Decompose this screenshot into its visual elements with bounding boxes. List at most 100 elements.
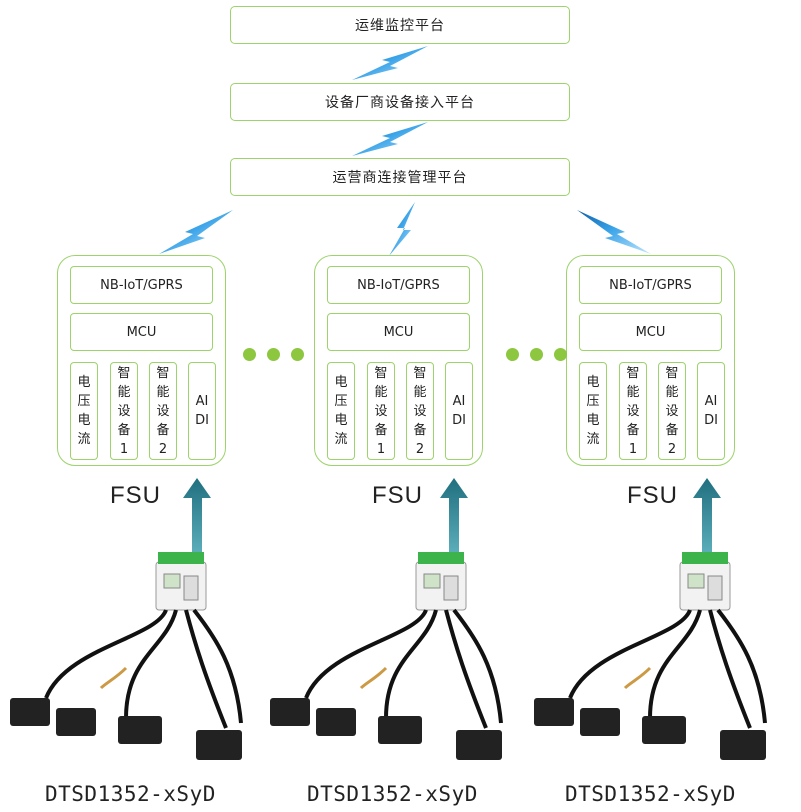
- fsu-label: FSU: [627, 482, 678, 509]
- voltage-current-column: 电 压 电 流: [579, 362, 607, 460]
- col-char: 备: [665, 422, 679, 438]
- carrier-connection-label: 运营商连接管理平台: [332, 170, 468, 186]
- col-char: 1: [628, 441, 638, 457]
- comm-module-label: NB-IoT/GPRS: [609, 277, 692, 293]
- col-char: 设: [626, 403, 640, 419]
- fsu-card-1: NB-IoT/GPRS MCU 电 压 电 流 智 能 设 备 1 智 能 设 …: [57, 255, 226, 466]
- lightning-bolt-icon: [159, 210, 233, 254]
- dot: [267, 348, 280, 361]
- ellipsis-dots-icon: [506, 348, 567, 361]
- energy-meter-device-icon: [270, 552, 503, 760]
- ops-monitoring-platform: 运维监控平台: [230, 6, 570, 44]
- col-char: 设: [413, 403, 427, 419]
- col-char: 能: [156, 384, 170, 400]
- ellipsis-dots-icon: [243, 348, 304, 361]
- lightning-bolt-icon: [577, 210, 651, 254]
- col-char: 能: [665, 384, 679, 400]
- col-char: 2: [667, 441, 677, 457]
- col-char: 智: [374, 365, 388, 381]
- col-char: 备: [117, 422, 131, 438]
- ai-di-column: AI DI: [445, 362, 473, 460]
- mcu-module: MCU: [70, 313, 213, 351]
- fsu-card-2: NB-IoT/GPRS MCU 电 压 电 流 智 能 设 备 1 智 能 设 …: [314, 255, 483, 466]
- col-char: 设: [156, 403, 170, 419]
- col-char: 智: [665, 365, 679, 381]
- col-char: 设: [665, 403, 679, 419]
- dot: [554, 348, 567, 361]
- col-char: 流: [334, 432, 348, 447]
- col-char: AI: [195, 394, 209, 409]
- col-char: DI: [704, 413, 718, 428]
- col-char: 备: [374, 422, 388, 438]
- comm-module: NB-IoT/GPRS: [70, 266, 213, 304]
- comm-module: NB-IoT/GPRS: [579, 266, 722, 304]
- smart-device-2-column: 智 能 设 备 2: [658, 362, 686, 460]
- smart-device-1-column: 智 能 设 备 1: [367, 362, 395, 460]
- col-char: DI: [452, 413, 466, 428]
- col-char: 设: [117, 403, 131, 419]
- up-arrow-icon: [183, 478, 211, 556]
- col-char: 电: [586, 375, 600, 390]
- lightning-bolt-icon: [352, 46, 428, 80]
- fsu-label: FSU: [372, 482, 423, 509]
- mcu-module-label: MCU: [126, 324, 157, 340]
- col-char: 压: [77, 394, 91, 409]
- col-char: 电: [334, 375, 348, 390]
- col-char: 电: [586, 413, 600, 428]
- dot: [530, 348, 543, 361]
- smart-device-2-column: 智 能 设 备 2: [406, 362, 434, 460]
- mcu-module: MCU: [579, 313, 722, 351]
- col-char: 能: [626, 384, 640, 400]
- mcu-module-label: MCU: [383, 324, 414, 340]
- vendor-access-platform: 设备厂商设备接入平台: [230, 83, 570, 121]
- smart-device-2-column: 智 能 设 备 2: [149, 362, 177, 460]
- device-model-label: DTSD1352-xSyD: [307, 782, 478, 806]
- fsu-card-3: NB-IoT/GPRS MCU 电 压 电 流 智 能 设 备 1 智 能 设 …: [566, 255, 735, 466]
- up-arrow-icon: [440, 478, 468, 556]
- smart-device-1-column: 智 能 设 备 1: [619, 362, 647, 460]
- dot: [243, 348, 256, 361]
- col-char: 压: [586, 394, 600, 409]
- col-char: 电: [77, 375, 91, 390]
- energy-meter-device-icon: [10, 552, 243, 760]
- ai-di-column: AI DI: [188, 362, 216, 460]
- col-char: 能: [117, 384, 131, 400]
- vendor-access-label: 设备厂商设备接入平台: [325, 95, 475, 111]
- col-char: 智: [413, 365, 427, 381]
- col-char: 能: [374, 384, 388, 400]
- dot: [506, 348, 519, 361]
- energy-meter-device-icon: [534, 552, 767, 760]
- up-arrow-icon: [693, 478, 721, 556]
- col-char: 1: [376, 441, 386, 457]
- col-char: 压: [334, 394, 348, 409]
- comm-module: NB-IoT/GPRS: [327, 266, 470, 304]
- voltage-current-column: 电 压 电 流: [70, 362, 98, 460]
- col-char: 流: [586, 432, 600, 447]
- col-char: 智: [156, 365, 170, 381]
- col-char: 电: [334, 413, 348, 428]
- dot: [291, 348, 304, 361]
- col-char: 能: [413, 384, 427, 400]
- smart-device-1-column: 智 能 设 备 1: [110, 362, 138, 460]
- device-model-label: DTSD1352-xSyD: [565, 782, 736, 806]
- col-char: AI: [452, 394, 466, 409]
- col-char: 智: [626, 365, 640, 381]
- voltage-current-column: 电 压 电 流: [327, 362, 355, 460]
- col-char: 2: [415, 441, 425, 457]
- col-char: 2: [158, 441, 168, 457]
- ops-monitoring-label: 运维监控平台: [355, 18, 445, 34]
- mcu-module-label: MCU: [635, 324, 666, 340]
- col-char: 电: [77, 413, 91, 428]
- col-char: AI: [704, 394, 718, 409]
- fsu-label: FSU: [110, 482, 161, 509]
- col-char: 备: [626, 422, 640, 438]
- lightning-bolt-icon: [389, 202, 415, 256]
- device-model-label: DTSD1352-xSyD: [45, 782, 216, 806]
- mcu-module: MCU: [327, 313, 470, 351]
- lightning-bolt-icon: [352, 122, 428, 156]
- col-char: 流: [77, 432, 91, 447]
- col-char: 智: [117, 365, 131, 381]
- ai-di-column: AI DI: [697, 362, 725, 460]
- col-char: 设: [374, 403, 388, 419]
- col-char: 备: [156, 422, 170, 438]
